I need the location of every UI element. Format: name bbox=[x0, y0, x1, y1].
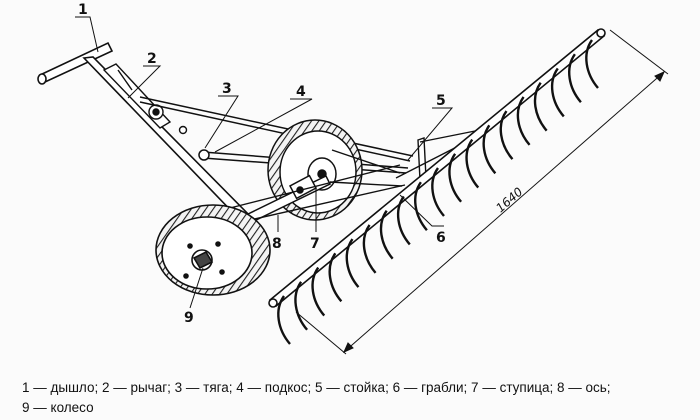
rake-tine bbox=[585, 39, 599, 89]
dimension-label: 1640 bbox=[493, 184, 526, 215]
frame-struts bbox=[229, 149, 406, 221]
rake-tines bbox=[277, 39, 599, 345]
rake-tine bbox=[311, 266, 326, 317]
rake-tine bbox=[533, 81, 548, 132]
rake-tine bbox=[431, 167, 445, 217]
callout-3: 3 bbox=[222, 81, 232, 97]
rake-drawing: 1640 1 2 3 4 5 6 7 8 9 bbox=[37, 2, 669, 355]
caption-line-2: 9 — колесо bbox=[22, 400, 94, 415]
rake-tine bbox=[550, 67, 565, 118]
hub bbox=[288, 174, 318, 200]
callout-5: 5 bbox=[436, 93, 446, 109]
rake-tine bbox=[277, 295, 291, 345]
rake-tine bbox=[499, 110, 514, 160]
rake-tine bbox=[362, 224, 377, 274]
lever bbox=[102, 63, 188, 135]
rod bbox=[139, 96, 414, 162]
rake-tine bbox=[328, 252, 343, 303]
front-wheel bbox=[155, 204, 271, 296]
rake-tine bbox=[448, 153, 463, 203]
rake-tine bbox=[396, 195, 411, 246]
caption-line-1: 1 — дышло; 2 — рычаг; 3 — тяга; 4 — подк… bbox=[22, 380, 611, 395]
callout-4: 4 bbox=[296, 84, 306, 100]
callout-7: 7 bbox=[310, 236, 320, 252]
callout-1: 1 bbox=[78, 2, 88, 18]
rake-tine bbox=[465, 138, 480, 189]
dimension-line bbox=[295, 29, 669, 355]
rake-tine bbox=[345, 238, 360, 288]
rake-tine bbox=[294, 281, 309, 331]
rake-tine bbox=[568, 53, 582, 104]
rake-tine bbox=[516, 96, 531, 146]
rake-tine bbox=[414, 181, 428, 232]
figure-caption: 1 — дышло; 2 — рычаг; 3 — тяга; 4 — подк… bbox=[22, 378, 682, 418]
rake-tine bbox=[379, 209, 394, 260]
drawbar bbox=[37, 41, 254, 223]
callout-leaders bbox=[75, 16, 454, 309]
callout-8: 8 bbox=[272, 236, 282, 252]
callout-2: 2 bbox=[147, 51, 157, 67]
rake-tine bbox=[482, 124, 497, 175]
callout-9: 9 bbox=[184, 310, 194, 326]
callout-6: 6 bbox=[436, 230, 446, 246]
